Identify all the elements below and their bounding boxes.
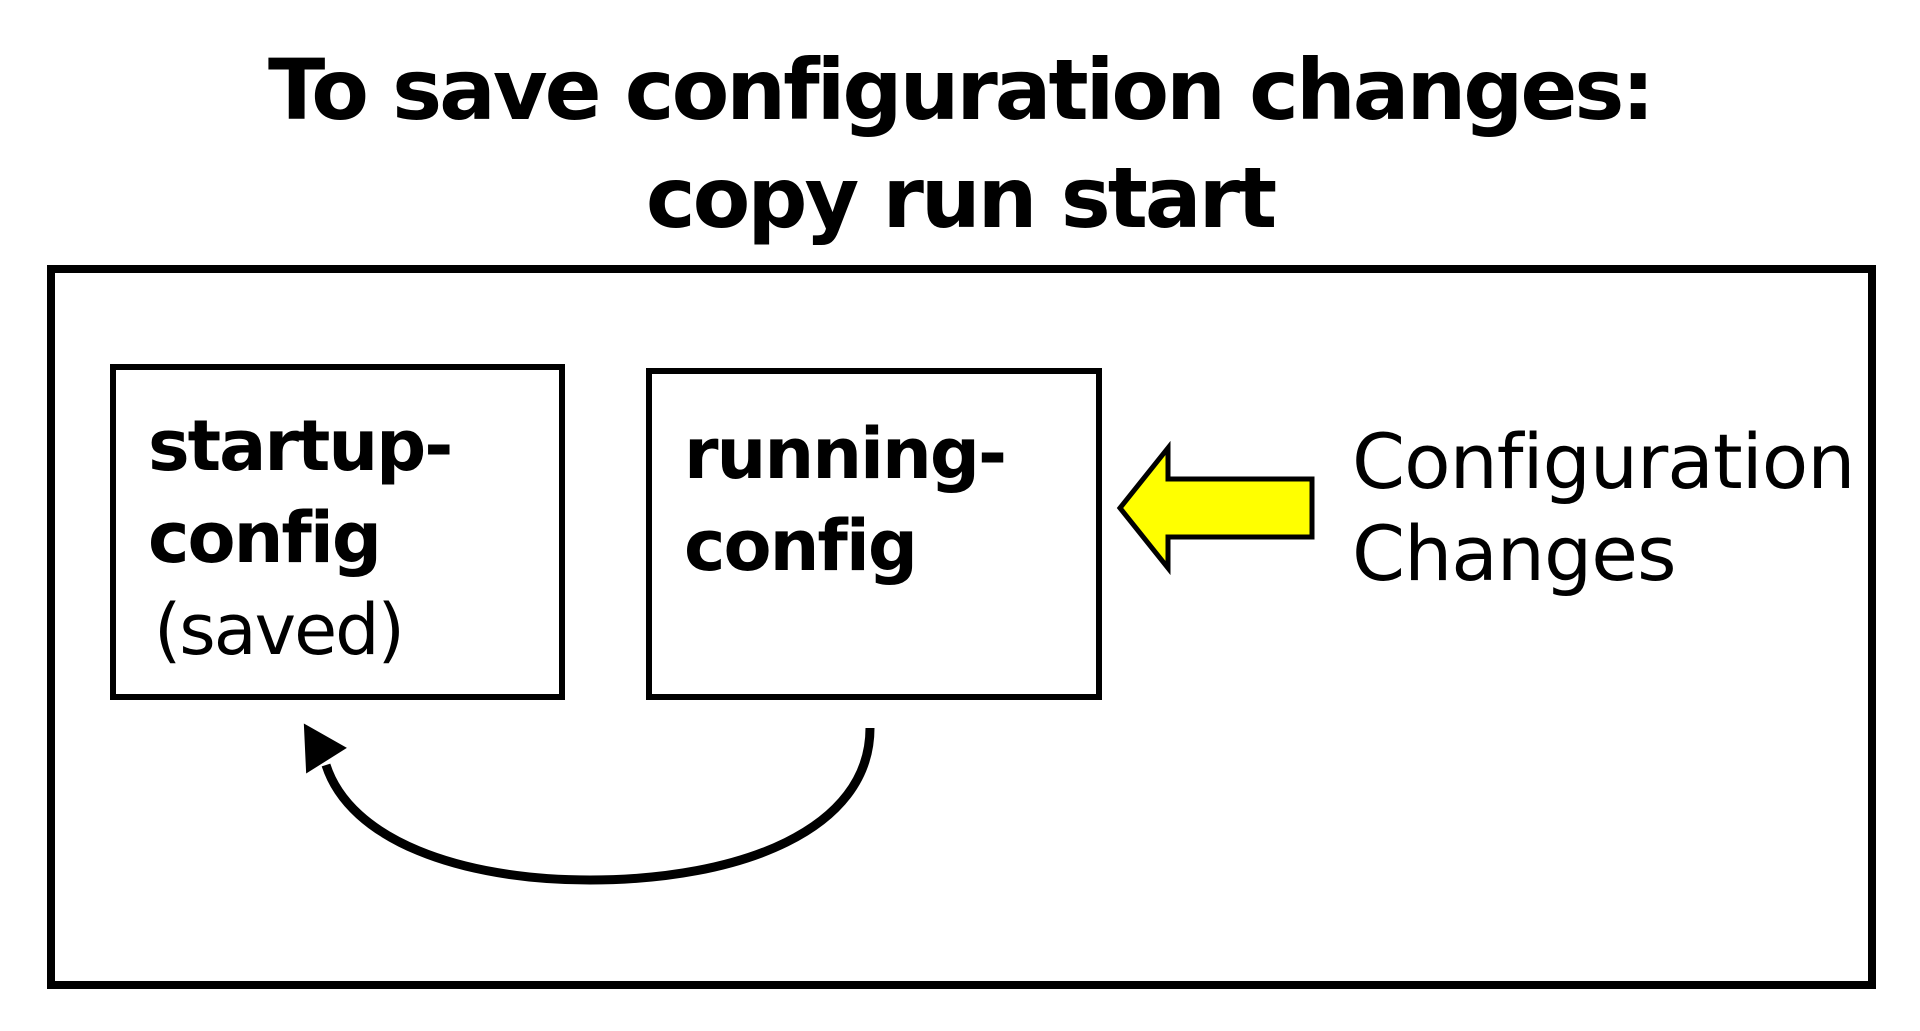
startup-config-label: startup- config (saved) <box>148 400 453 676</box>
configuration-changes-label: Configuration Changes <box>1352 416 1855 600</box>
configuration-changes-line-1: Configuration <box>1352 417 1855 506</box>
startup-config-box: startup- config (saved) <box>110 364 565 700</box>
startup-config-saved-note: (saved) <box>154 589 405 671</box>
running-config-label: running- config <box>684 408 1007 592</box>
page-title-line-1: To save configuration changes: <box>268 41 1655 139</box>
running-config-line-1: running- <box>684 413 1007 495</box>
running-config-line-2: config <box>684 505 918 587</box>
configuration-changes-line-2: Changes <box>1352 509 1677 598</box>
startup-config-line-1: startup- <box>148 405 453 487</box>
running-config-box: running- config <box>646 368 1102 700</box>
page-title-line-2: copy run start <box>645 149 1277 247</box>
startup-config-line-2: config <box>148 497 382 579</box>
router-frame <box>47 265 1876 989</box>
